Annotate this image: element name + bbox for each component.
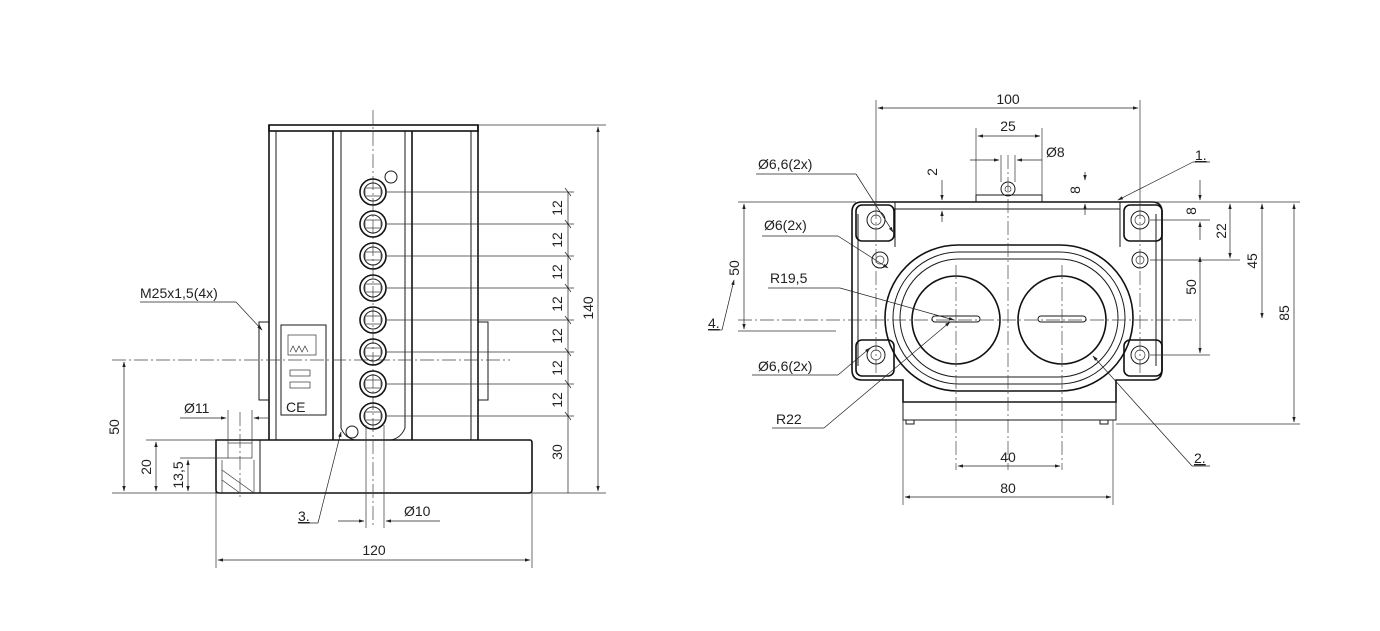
side-button-inner	[363, 342, 383, 362]
dim-8-right: 8	[1183, 207, 1199, 215]
pitch-tick	[564, 379, 572, 389]
dim-dia-8: Ø8	[1046, 144, 1065, 160]
side-button-inner	[363, 182, 383, 202]
side-button-slot	[364, 411, 382, 421]
dim-20: 20	[138, 459, 154, 475]
pitch-tick	[564, 187, 572, 197]
dim-dia-11: Ø11	[184, 400, 210, 416]
side-button-inner	[363, 310, 383, 330]
side-button-slot	[364, 187, 382, 197]
side-button-inner	[363, 374, 383, 394]
dim-12: 12	[549, 328, 565, 344]
dim-12: 12	[549, 264, 565, 280]
dim-2: 2	[924, 168, 940, 176]
dim-120: 120	[362, 542, 386, 558]
side-button-slot	[364, 315, 382, 325]
pitch-tick	[564, 411, 572, 421]
top-view	[738, 155, 1196, 470]
callout-2: 2.	[1194, 450, 1206, 466]
hole-6: Ø6(2x)	[764, 217, 807, 233]
pitch-tick	[564, 219, 572, 229]
dim-85: 85	[1276, 305, 1292, 321]
dim-dia-10: Ø10	[404, 503, 431, 519]
dim-50-side: 50	[106, 419, 122, 435]
dim-50-right: 50	[1183, 279, 1199, 295]
pitch-tick	[564, 347, 572, 357]
side-dimensions: 140 12 12 12 12 12 12 12 30 120 50 20 13,5 Ø11…	[106, 124, 606, 568]
dim-8-top: 8	[1067, 186, 1083, 194]
radius-19-5: R19,5	[770, 270, 808, 286]
dim-13-5: 13,5	[170, 461, 186, 488]
dim-50-top: 50	[726, 260, 742, 276]
hole-6-6-bottom: Ø6,6(2x)	[758, 358, 812, 374]
side-button-slot	[364, 219, 382, 229]
pitch-tick	[564, 251, 572, 261]
side-view: CE	[112, 110, 533, 525]
dim-12: 12	[549, 232, 565, 248]
button-stack	[359, 178, 387, 430]
svg-text:CE: CE	[286, 399, 305, 415]
dim-12: 12	[549, 200, 565, 216]
pitch-tick	[564, 315, 572, 325]
pitch-tick	[564, 283, 572, 293]
radius-22: R22	[776, 411, 802, 427]
hole-6-6-top: Ø6,6(2x)	[758, 156, 812, 172]
dim-30: 30	[549, 444, 565, 460]
thread-callout: M25x1,5(4x)	[140, 285, 218, 301]
callout-3: 3.	[298, 508, 310, 524]
side-button-slot	[364, 251, 382, 261]
dim-140: 140	[580, 296, 596, 320]
side-button-inner	[363, 246, 383, 266]
dim-22: 22	[1213, 223, 1229, 239]
side-button-slot	[364, 283, 382, 293]
side-button-inner	[363, 406, 383, 426]
dim-12: 12	[549, 360, 565, 376]
dim-80: 80	[1000, 480, 1016, 496]
side-button-inner	[363, 214, 383, 234]
dim-40: 40	[1000, 449, 1016, 465]
dim-100: 100	[996, 91, 1020, 107]
dim-25: 25	[1000, 118, 1016, 134]
side-button-slot	[364, 379, 382, 389]
side-button-slot	[364, 347, 382, 357]
side-button-inner	[363, 278, 383, 298]
dim-45: 45	[1244, 253, 1260, 269]
dim-12: 12	[549, 296, 565, 312]
top-dimensions: 100 25 Ø8 2 8 8 50 22 45 85	[708, 91, 1300, 505]
callout-1: 1.	[1195, 147, 1207, 163]
callout-4: 4.	[708, 315, 720, 331]
dim-12: 12	[549, 392, 565, 408]
pitch-ticks: 12 12 12 12 12 12 12	[386, 187, 574, 421]
